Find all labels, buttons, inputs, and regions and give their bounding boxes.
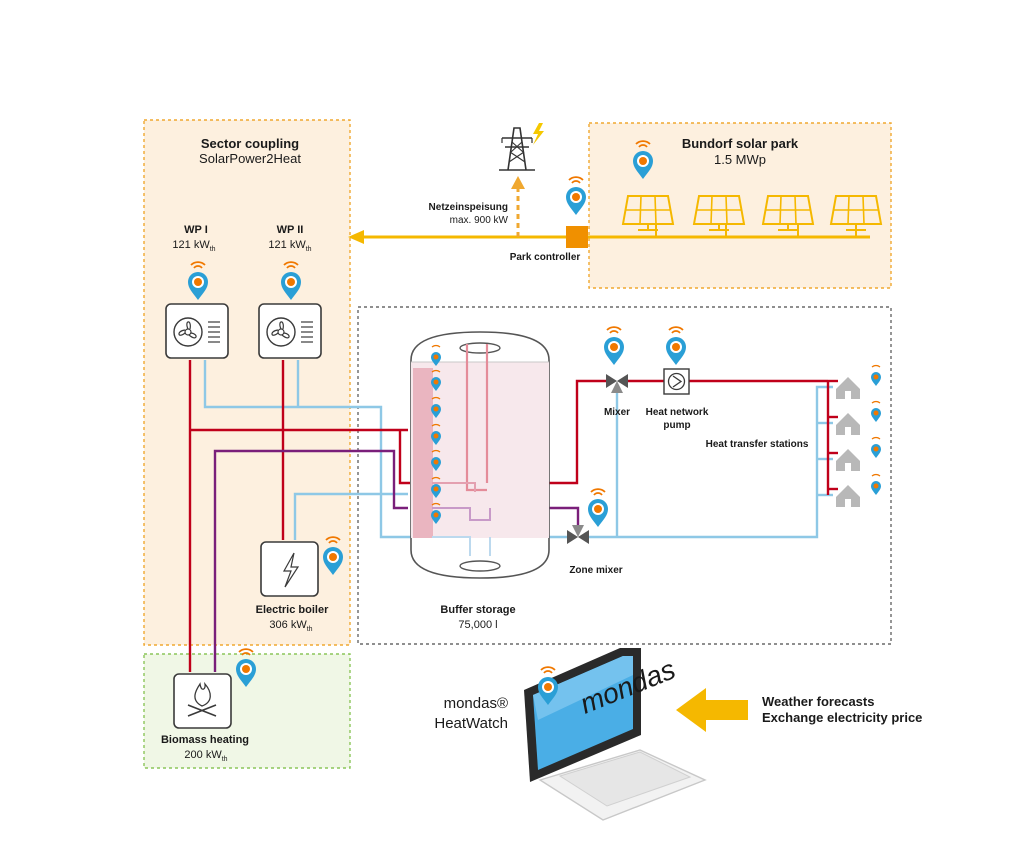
electric-boiler-name: Electric boiler [256, 604, 329, 616]
biomass-name: Biomass heating [161, 734, 249, 746]
sensor-pin-icon [870, 436, 882, 459]
heat-pump-2-name: WP II [277, 224, 304, 236]
sector-coupling-title: Sector coupling [201, 136, 299, 151]
electric-boiler-lightning-icon [260, 541, 319, 597]
park-controller-label: Park controller [510, 252, 581, 263]
heat-pump-2-fan-icon [258, 303, 322, 359]
heat-transfer-label: Heat transfer stations [706, 439, 809, 450]
zone-mixer-valve-icon [567, 525, 589, 544]
sensor-pin-icon [870, 473, 882, 496]
biomass-power: 200 kWth [184, 749, 227, 763]
software-name-line2: HeatWatch [434, 715, 508, 732]
park-controller-box [566, 226, 588, 248]
heat-pump-1-power: 121 kWth [172, 239, 215, 253]
solar-park-title: Bundorf solar park [682, 136, 799, 151]
house-icon [836, 377, 860, 399]
solar-park-capacity: 1.5 MWp [714, 152, 766, 167]
grid-feed-arrow [511, 176, 525, 237]
inputs-line2: Exchange electricity price [762, 710, 922, 725]
grid-feed-limit: max. 900 kW [450, 215, 509, 226]
sensor-pin-icon [870, 364, 882, 387]
heat-pump-1-name: WP I [184, 224, 208, 236]
house-icon [836, 449, 860, 471]
house-icon [836, 485, 860, 507]
pump-label-line2: pump [663, 420, 690, 431]
heat-pump-1-fan-icon [165, 303, 229, 359]
pump-label-line1: Heat network [646, 407, 709, 418]
sensor-pin-icon [603, 326, 625, 366]
biomass-flame-icon [173, 673, 232, 729]
inputs-line1: Weather forecasts [762, 694, 874, 709]
heat-network-region [357, 306, 892, 645]
arrow-left-icon [676, 688, 748, 732]
electric-boiler-power: 306 kWth [269, 619, 312, 633]
sensor-pin-icon [587, 488, 609, 528]
mixer-label: Mixer [604, 407, 630, 418]
laptop-icon [524, 648, 707, 821]
buffer-storage-tank [410, 331, 550, 579]
sensor-pin-icon [565, 176, 587, 216]
sensor-pin-icon [870, 400, 882, 423]
sector-coupling-region [143, 119, 351, 646]
buffer-storage-name: Buffer storage [440, 604, 515, 616]
sector-coupling-subtitle: SolarPower2Heat [199, 151, 301, 166]
software-name-line1: mondas® [444, 695, 508, 712]
heat-pump-2-power: 121 kWth [268, 239, 311, 253]
grid-feed-label: Netzeinspeisung [429, 202, 508, 213]
house-icon [836, 413, 860, 435]
buffer-storage-volume: 75,000 l [458, 619, 497, 631]
mixer-valve-icon [606, 374, 628, 393]
pump-icon [663, 368, 690, 395]
pylon-icon [499, 123, 544, 171]
zone-mixer-label: Zone mixer [569, 565, 622, 576]
sensor-pin-icon [665, 326, 687, 366]
